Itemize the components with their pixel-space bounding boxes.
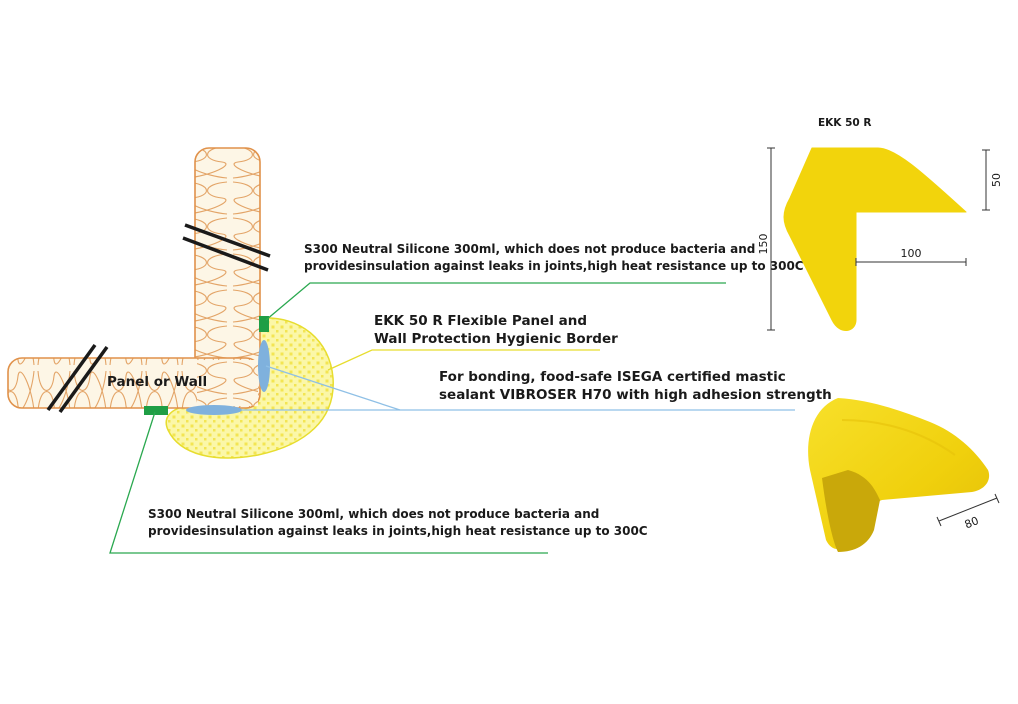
callout-silicone-bottom-line1: S300 Neutral Silicone 300ml, which does … bbox=[148, 507, 599, 521]
callout-silicone-bottom-line2: providesinsulation against leaks in join… bbox=[148, 524, 648, 538]
leader-silicone-top bbox=[265, 282, 726, 321]
callout-mastic-line2: sealant VIBROSER H70 with high adhesion … bbox=[439, 387, 832, 403]
break-mark-horizontal bbox=[46, 343, 109, 414]
mastic-bead-horizontal bbox=[186, 405, 242, 415]
mastic-bead-vertical bbox=[258, 340, 270, 392]
dimension-thickness-label: 50 bbox=[990, 173, 1003, 187]
profile-3d-view bbox=[808, 398, 990, 552]
profile-section bbox=[783, 147, 967, 331]
dimension-height-label: 150 bbox=[757, 234, 770, 255]
callout-border-line1: EKK 50 R Flexible Panel and bbox=[374, 313, 587, 329]
dimension-depth bbox=[936, 493, 1000, 527]
callout-mastic-line1: For bonding, food-safe ISEGA certified m… bbox=[439, 369, 786, 385]
break-mark-vertical bbox=[182, 223, 271, 272]
profile-3d-inner-face bbox=[822, 470, 880, 552]
leader-border bbox=[327, 349, 600, 371]
dimension-thickness bbox=[982, 149, 990, 211]
dimension-depth-label: 80 bbox=[963, 514, 981, 531]
callout-silicone-top-line1: S300 Neutral Silicone 300ml, which does … bbox=[304, 242, 755, 256]
leader-silicone-bottom bbox=[109, 411, 548, 554]
callout-silicone-top-line2: providesinsulation against leaks in join… bbox=[304, 259, 804, 273]
dimension-arm bbox=[855, 258, 967, 266]
dimension-height bbox=[767, 147, 775, 331]
panel-label: Panel or Wall bbox=[107, 374, 207, 390]
callout-border-line2: Wall Protection Hygienic Border bbox=[374, 331, 618, 347]
dimension-arm-label: 100 bbox=[901, 247, 922, 260]
silicone-bead-top bbox=[259, 316, 269, 332]
silicone-bead-bottom bbox=[144, 406, 168, 415]
product-title: EKK 50 R bbox=[818, 117, 871, 129]
